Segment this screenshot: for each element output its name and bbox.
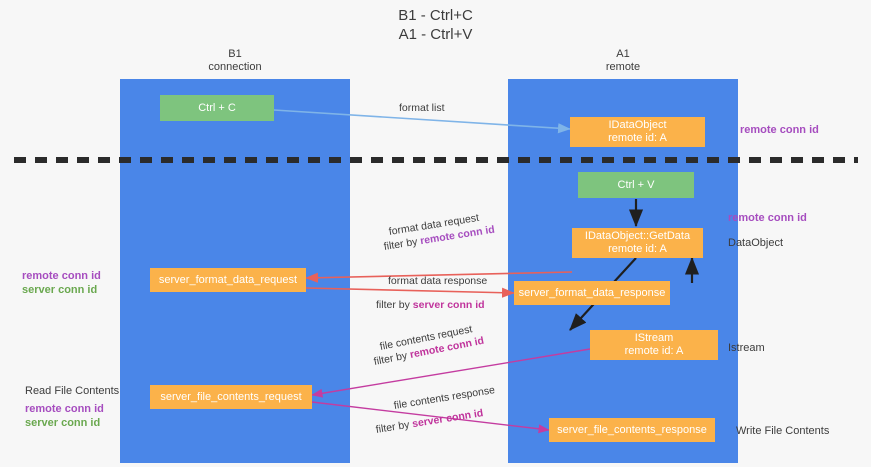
node-ctrl-c-label: Ctrl + C	[198, 101, 236, 114]
edge-label-format-data-response: format data response	[388, 275, 487, 288]
node-istream[interactable]: IStream remote id: A	[590, 330, 718, 360]
left-label-read-file-contents: Read File Contents	[25, 385, 120, 397]
title-line-2: A1 - Ctrl+V	[398, 26, 473, 43]
node-getdata-sub: remote id: A	[608, 243, 667, 255]
column-b1-sub: connection	[208, 61, 262, 73]
node-server-file-contents-request[interactable]: server_file_contents_request	[150, 385, 312, 409]
column-header-b1: B1 connection	[120, 48, 350, 74]
filter-prefix: filter by	[374, 418, 414, 436]
filter-key-server-conn-id: server conn id	[412, 299, 485, 311]
column-b1-name: B1	[228, 48, 242, 60]
node-idataobject-sub: remote id: A	[608, 132, 667, 144]
filter-key-server-conn-id: server conn id	[411, 407, 485, 431]
edge-label-format-data-response-filter: filter by server conn id	[376, 299, 485, 312]
left-label-server-conn-id-2: server conn id	[25, 417, 101, 429]
filter-prefix: filter by	[382, 235, 422, 253]
node-server-file-contents-response[interactable]: server_file_contents_response	[549, 418, 715, 442]
left-label-remote-conn-id-1: remote conn id	[22, 270, 101, 282]
node-ctrl-v-label: Ctrl + V	[617, 178, 655, 191]
node-istream-title: IStream	[634, 332, 674, 344]
diagram-title: B1 - Ctrl+C A1 - Ctrl+V	[0, 6, 871, 44]
column-a1-sub: remote	[605, 61, 641, 73]
right-label-dataobject: DataObject	[728, 237, 784, 249]
node-idataobject[interactable]: IDataObject remote id: A	[570, 117, 705, 147]
node-server-format-data-request[interactable]: server_format_data_request	[150, 268, 306, 292]
node-server-file-contents-response-label: server_file_contents_response	[557, 423, 707, 436]
right-label-remote-conn-id-top: remote conn id	[740, 124, 819, 136]
node-server-format-data-response[interactable]: server_format_data_response	[514, 281, 670, 305]
edge-label-format-list-text: format list	[399, 102, 445, 114]
left-label-server-conn-id-1: server conn id	[22, 284, 98, 296]
node-server-format-data-request-label: server_format_data_request	[158, 273, 298, 286]
edge-label-file-contents-response-filter: filter by server conn id	[375, 407, 484, 437]
edge-label-format-list: format list	[399, 102, 445, 115]
node-idataobject-title: IDataObject	[608, 119, 667, 131]
node-server-file-contents-request-label: server_file_contents_request	[160, 390, 302, 403]
node-ctrl-c[interactable]: Ctrl + C	[160, 95, 274, 121]
title-line-1: B1 - Ctrl+C	[398, 7, 473, 24]
left-label-remote-conn-id-2: remote conn id	[25, 403, 104, 415]
column-a1-name: A1	[616, 48, 630, 60]
node-istream-sub: remote id: A	[624, 345, 684, 357]
node-ctrl-v[interactable]: Ctrl + V	[578, 172, 694, 198]
right-label-istream: Istream	[728, 342, 765, 354]
filter-prefix: filter by	[372, 349, 412, 368]
node-idataobject-getdata[interactable]: IDataObject::GetData remote id: A	[572, 228, 703, 258]
right-label-write-file-contents: Write File Contents	[736, 425, 830, 437]
node-getdata-title: IDataObject::GetData	[584, 230, 691, 242]
edge-label-format-data-response-text: format data response	[388, 275, 488, 287]
column-header-a1: A1 remote	[508, 48, 738, 74]
node-server-format-data-response-label: server_format_data_response	[518, 286, 666, 299]
filter-prefix: filter by	[376, 299, 413, 311]
right-label-remote-conn-id-mid: remote conn id	[728, 212, 807, 224]
